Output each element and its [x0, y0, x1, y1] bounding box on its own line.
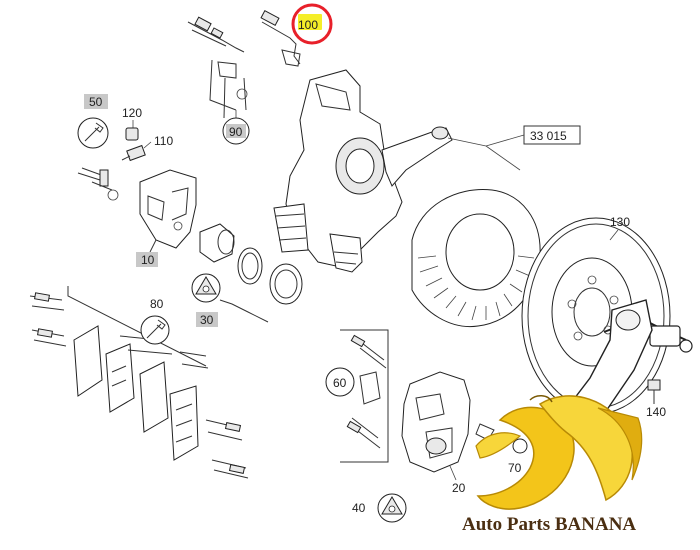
callout-33015-label: 33 015	[530, 129, 567, 143]
dust-shield	[411, 188, 541, 328]
callout-10[interactable]: 10	[136, 252, 158, 267]
callout-33015[interactable]: 33 015	[447, 125, 581, 171]
callout-70-label: 70	[508, 461, 522, 475]
callout-100-label: 100	[298, 18, 318, 32]
callout-90[interactable]: 90	[222, 110, 250, 145]
callout-30-label: 30	[200, 313, 214, 327]
callout-110-label: 110	[154, 134, 173, 148]
tie-rod-arm	[381, 126, 453, 187]
assembly-kit-icon-30	[191, 273, 221, 303]
callout-100-highlighted[interactable]: 100	[291, 3, 333, 45]
callout-10-label: 10	[141, 253, 155, 267]
wheel-bolt-140	[647, 379, 661, 404]
caliper-bracket-10	[139, 169, 197, 253]
callout-80-label: 80	[150, 297, 164, 311]
callout-100-ring	[291, 3, 333, 45]
guide-bolts	[77, 167, 119, 201]
torque-wrench-icon-50	[77, 117, 109, 149]
brake-wear-sensor	[187, 10, 301, 119]
part-120-cap	[125, 127, 139, 141]
callout-140-label: 140	[646, 405, 666, 419]
torque-wrench-icon-80	[140, 315, 170, 345]
steering-knuckle	[273, 69, 403, 273]
callout-30[interactable]: 30	[196, 312, 218, 327]
brake-pads-set	[29, 286, 249, 479]
part-110-bleeder	[121, 144, 146, 162]
repair-kit-icon-40	[377, 493, 407, 523]
callout-60-label: 60	[333, 376, 347, 390]
callout-120-label: 120	[122, 106, 142, 120]
brake-caliper-20	[401, 371, 471, 473]
callout-40-label: 40	[352, 501, 366, 515]
banana-logo	[475, 395, 643, 510]
piston-and-seals-30	[199, 223, 303, 323]
callout-50-label: 50	[89, 95, 103, 109]
callout-50[interactable]: 50	[84, 94, 108, 109]
callout-100-fill	[298, 14, 322, 30]
callout-60[interactable]: 60	[325, 367, 355, 397]
watermark-text: Auto Parts BANANA	[462, 514, 636, 535]
caliper-hardware-kit-60	[340, 329, 389, 463]
callout-130-label: 130	[610, 215, 630, 229]
callout-20-label: 20	[452, 481, 466, 495]
callout-90-label: 90	[229, 125, 243, 139]
